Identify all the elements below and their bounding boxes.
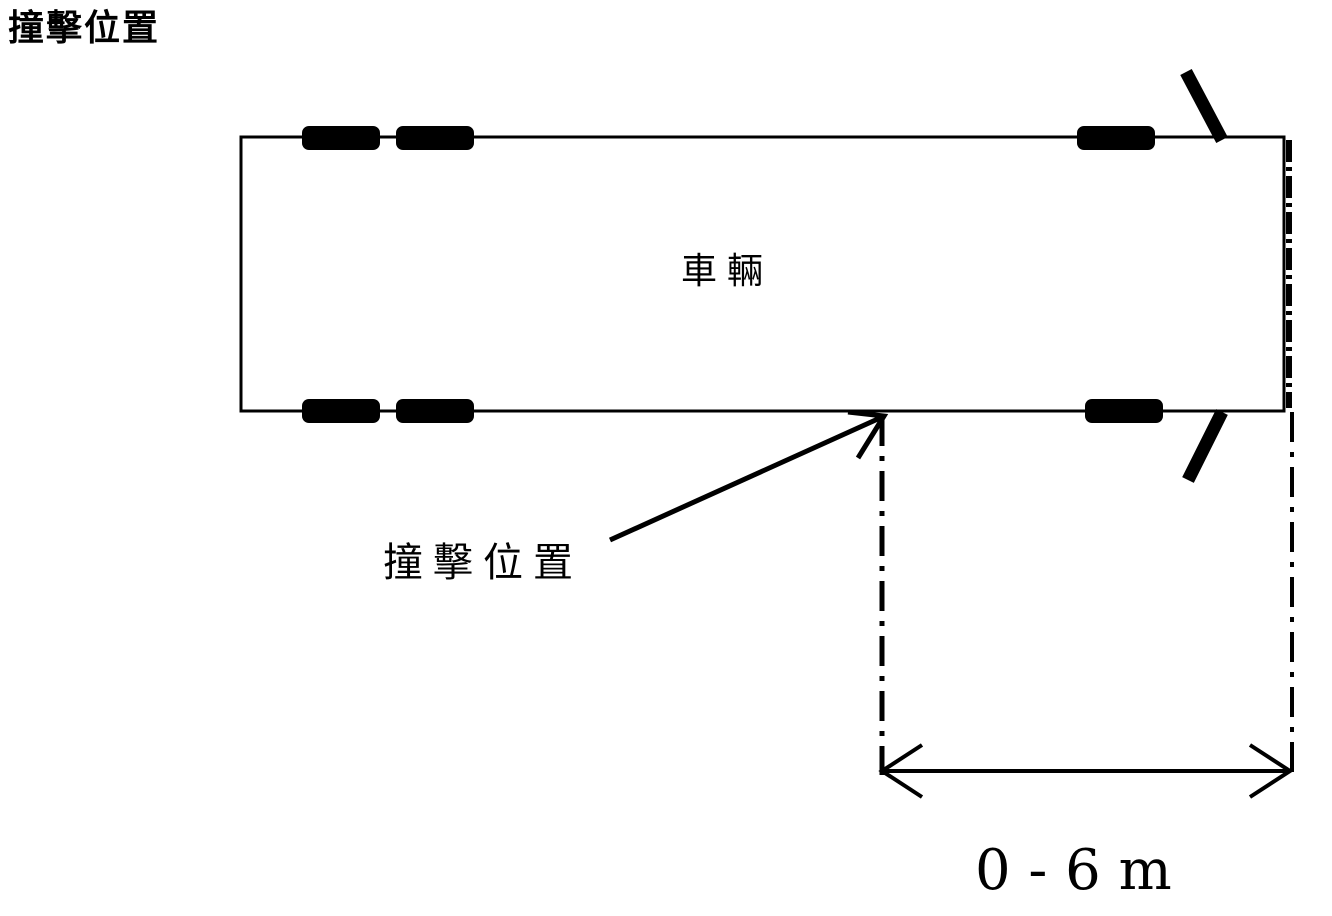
wheel-rear-right-2 (396, 399, 474, 423)
vehicle-label: 車輛 (681, 251, 773, 292)
impact-label: 撞擊位置 (383, 540, 583, 586)
wheel-rear-left-2 (396, 126, 474, 150)
impact-arrow-head (847, 409, 889, 460)
wheel-front-right (1085, 399, 1163, 423)
page-title: 撞擊位置 (8, 7, 161, 49)
wheel-front-left (1077, 126, 1155, 150)
distance-arrow-left-head (878, 743, 924, 799)
mirror-right (1182, 409, 1228, 483)
impact-arrow-shaft (608, 415, 882, 543)
wheel-rear-right-1 (302, 399, 380, 423)
mirror-left (1180, 68, 1228, 144)
vehicle-body (239, 135, 1286, 413)
wheel-rear-left-1 (302, 126, 380, 150)
distance-arrow-right-head (1248, 743, 1294, 799)
distance-label: 0 - 6 m (975, 838, 1172, 903)
